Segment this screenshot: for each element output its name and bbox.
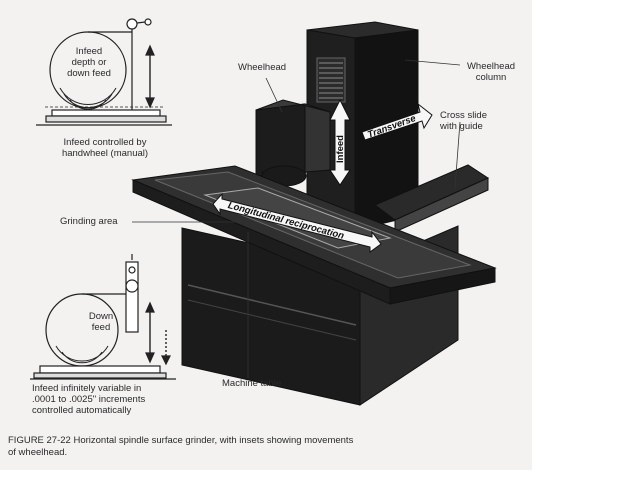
wheelhead-column-label: Wheelhead column (466, 61, 516, 83)
wheelhead-side (304, 103, 331, 173)
infeed-arrow-label: Infeed (335, 135, 346, 163)
machine-table-label: Machine table (222, 378, 282, 389)
grinding-area-label: Grinding area (60, 216, 118, 227)
wheelhead-label: Wheelhead (238, 62, 287, 73)
table-end (389, 267, 496, 305)
wheelhead-top (255, 99, 331, 113)
column-vent (316, 57, 346, 103)
longitudinal-arrow-shape (212, 192, 382, 253)
figure-caption: FIGURE 27-22 Horizontal spindle surface … (8, 435, 523, 459)
cross-slide-guide (374, 164, 490, 233)
infeed-arrow-shape (329, 98, 351, 186)
caption-line-2: of wheelhead. (8, 447, 68, 458)
manual-infeed-inset (36, 18, 172, 126)
infeed-auto-label: Infeed infinitely variable in .0001 to .… (32, 383, 146, 416)
motion-arrows (212, 98, 433, 253)
leader-lines (132, 59, 461, 378)
transverse-arrow-shape (361, 102, 433, 141)
wheelhead-front (255, 103, 306, 177)
infeed-controlled-label: Infeed controlled by handwheel (manual) (61, 137, 149, 159)
cross-slide-label: Cross slide with guide (440, 110, 487, 132)
auto-infeed-inset (30, 254, 176, 380)
down-feed-label: Down feed (88, 311, 114, 333)
handwheel (126, 18, 138, 30)
caption-line-1: FIGURE 27-22 Horizontal spindle surface … (8, 435, 354, 446)
infeed-depth-label: Infeed depth or down feed (67, 46, 111, 79)
